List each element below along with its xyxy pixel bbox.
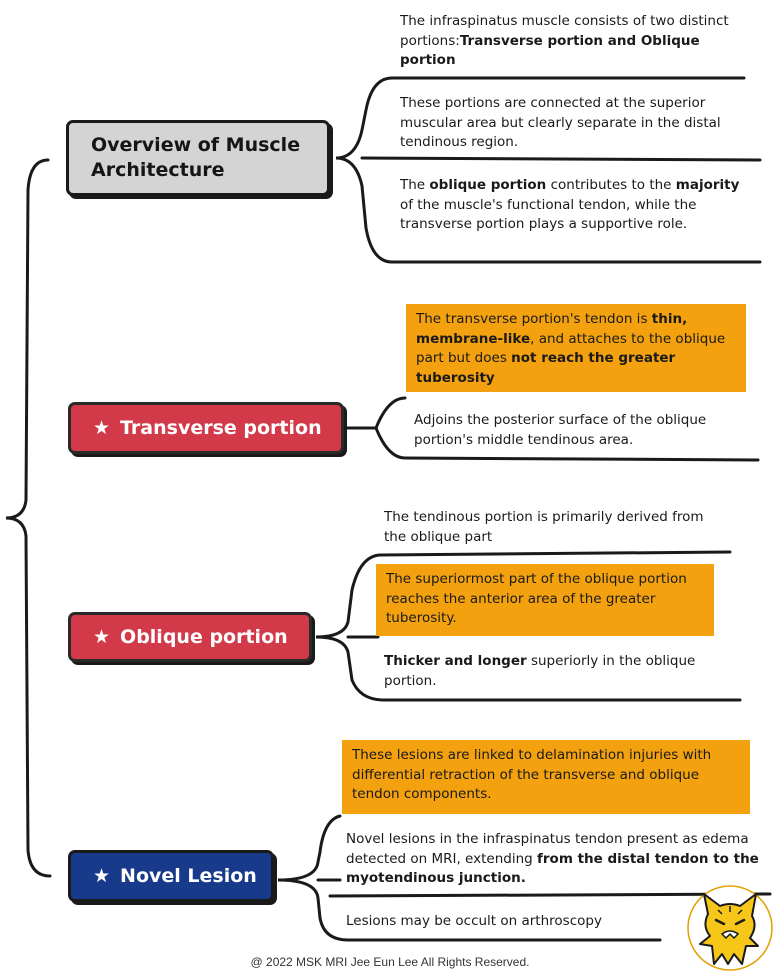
oblique-text-2-run: The superiormost part of the oblique por… [386,571,687,626]
lesion-text-1-run: These lesions are linked to delamination… [352,747,712,802]
node-transverse-label: Transverse portion [120,417,322,439]
overview-text-3-run: oblique portion [429,177,547,193]
overview-text-2-run: These portions are connected at the supe… [400,95,721,150]
lesion-text-3-run: Lesions may be occult on arthroscopy [346,913,602,929]
overview-text-3-run: of the muscle's functional tendon, while… [400,196,697,233]
lesion-brace [277,814,662,942]
overview-text-1: The infraspinatus muscle consists of two… [400,12,740,71]
lesion-text-1: These lesions are linked to delamination… [342,740,750,814]
overview-text-2: These portions are connected at the supe… [400,94,750,153]
node-transverse-portion: ★ Transverse portion [68,402,344,454]
cat-mascot-icon [687,885,773,971]
node-overview-line1: Overview of Muscle [91,134,301,156]
oblique-text-3-run: superiorly in the oblique portion. [384,653,696,689]
transverse-text-1: The transverse portion's tendon is thin,… [406,304,746,392]
main-brace [5,158,52,878]
transverse-text-2-run: Adjoins the posterior surface of the obl… [414,412,707,448]
oblique-text-2: The superiormost part of the oblique por… [376,564,714,636]
overview-text-3-run: majority [675,177,740,193]
transverse-text-1-run: not reach the greater tuberosity [416,350,676,386]
oblique-text-1-run: The tendinous portion is primarily deriv… [384,509,704,545]
overview-text-3-run: The [400,177,430,193]
node-novel-lesion: ★ Novel Lesion [68,850,274,902]
oblique-brace [315,550,742,702]
node-oblique-portion: ★ Oblique portion [68,612,312,662]
star-icon: ★ [93,417,111,439]
lesion-text-3: Lesions may be occult on arthroscopy [346,912,666,932]
star-icon: ★ [93,626,111,648]
node-overview: Overview of Muscle Architecture [66,120,330,196]
star-icon: ★ [93,865,111,887]
overview-text-3-run: contributes to the [546,177,676,193]
lesion-text-2-run: Novel lesions in the infraspinatus tendo… [346,831,749,867]
transverse-text-1-run: , and attaches to the oblique part but d… [416,330,726,367]
oblique-text-3-run: Thicker and longer [384,653,527,669]
overview-text-1-run: The infraspinatus muscle consists of two… [400,13,729,49]
lesion-text-2-run: from the distal tendon to the myotendino… [346,850,759,887]
transverse-text-2: Adjoins the posterior surface of the obl… [414,411,764,450]
transverse-text-1-run: thin, membrane-like [416,311,688,347]
overview-text-3: The oblique portion contributes to the m… [400,176,740,235]
overview-brace [335,76,762,264]
copyright-footer: @ 2022 MSK MRI Jee Eun Lee All Rights Re… [250,955,530,969]
node-lesion-label: Novel Lesion [120,865,257,887]
node-overview-line2: Architecture [91,159,225,181]
overview-text-1-run: Transverse portion and Oblique portion [400,32,700,69]
oblique-text-3: Thicker and longer superiorly in the obl… [384,652,734,691]
transverse-text-1-run: The transverse portion's tendon is [416,311,652,327]
node-oblique-label: Oblique portion [120,626,288,648]
lesion-text-2: Novel lesions in the infraspinatus tendo… [346,830,766,889]
oblique-text-1: The tendinous portion is primarily deriv… [384,508,724,547]
